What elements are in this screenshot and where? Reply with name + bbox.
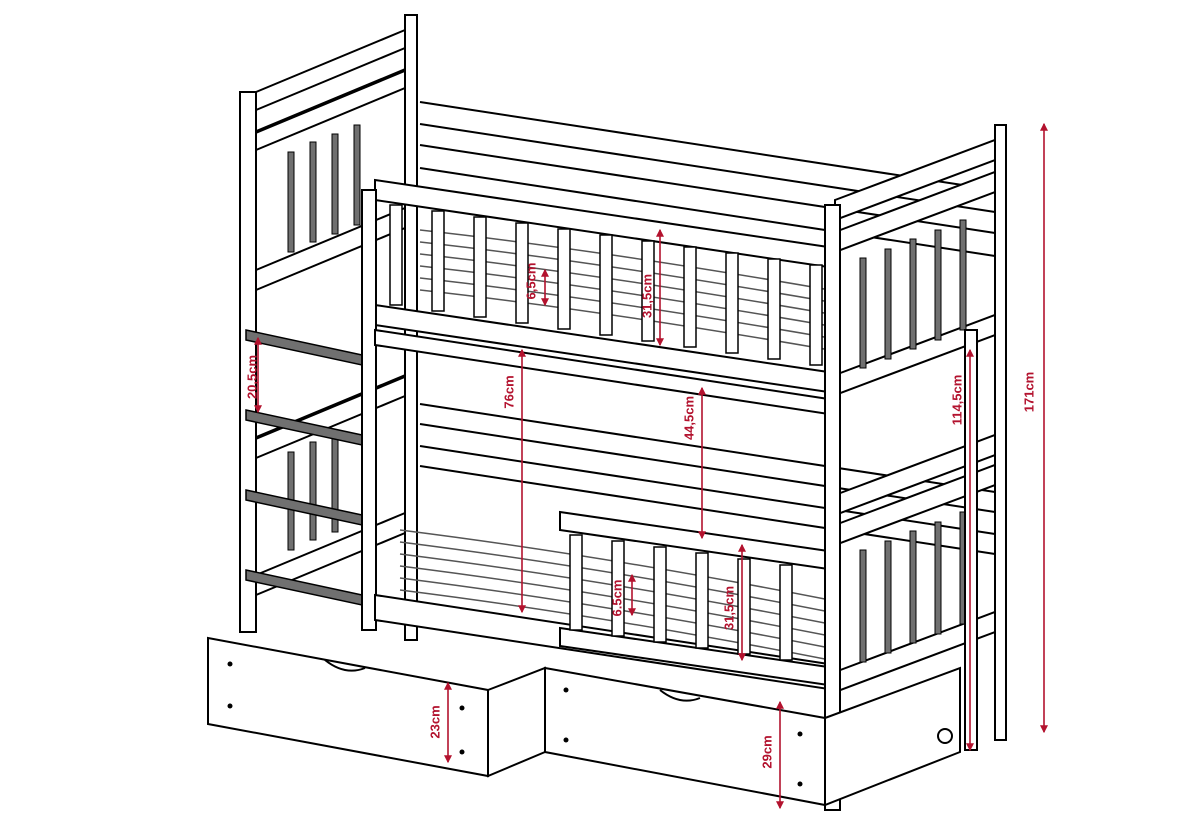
right-foot-slats [859,219,967,663]
back-posts [404,14,1007,741]
dim-lower-bed-from-floor: 29cm [759,735,774,768]
dim-ladder-step-spacing: 20,5cm [244,355,259,399]
dim-drawer-height: 23cm [427,705,442,738]
upper-guard-rail [361,178,836,631]
dim-clearance-between-beds: 44,5cm [681,396,696,440]
dim-upper-slat-gap: 6,5cm [523,263,538,300]
upper-guard-slats [389,204,823,366]
dim-upper-frame-height: 114,5cm [949,375,964,426]
lower-bed-slats [399,529,831,661]
dim-lower-slat-gap: 6.5cm [609,580,624,617]
right-foot-panel [834,138,996,694]
dim-total-height: 171cm [1021,372,1036,412]
left-head-slats [287,124,361,551]
dim-upper-guard-height: 31,5cm [639,274,654,318]
drawer-right [544,666,961,807]
drawer-left [207,636,546,778]
dim-lower-guard-height: 31,5cm [721,586,736,630]
dim-upper-bed-from-floor: 76cm [501,375,516,408]
dimension-lines [254,122,1048,810]
lower-guard-slats [569,534,793,661]
ladder [245,329,363,606]
